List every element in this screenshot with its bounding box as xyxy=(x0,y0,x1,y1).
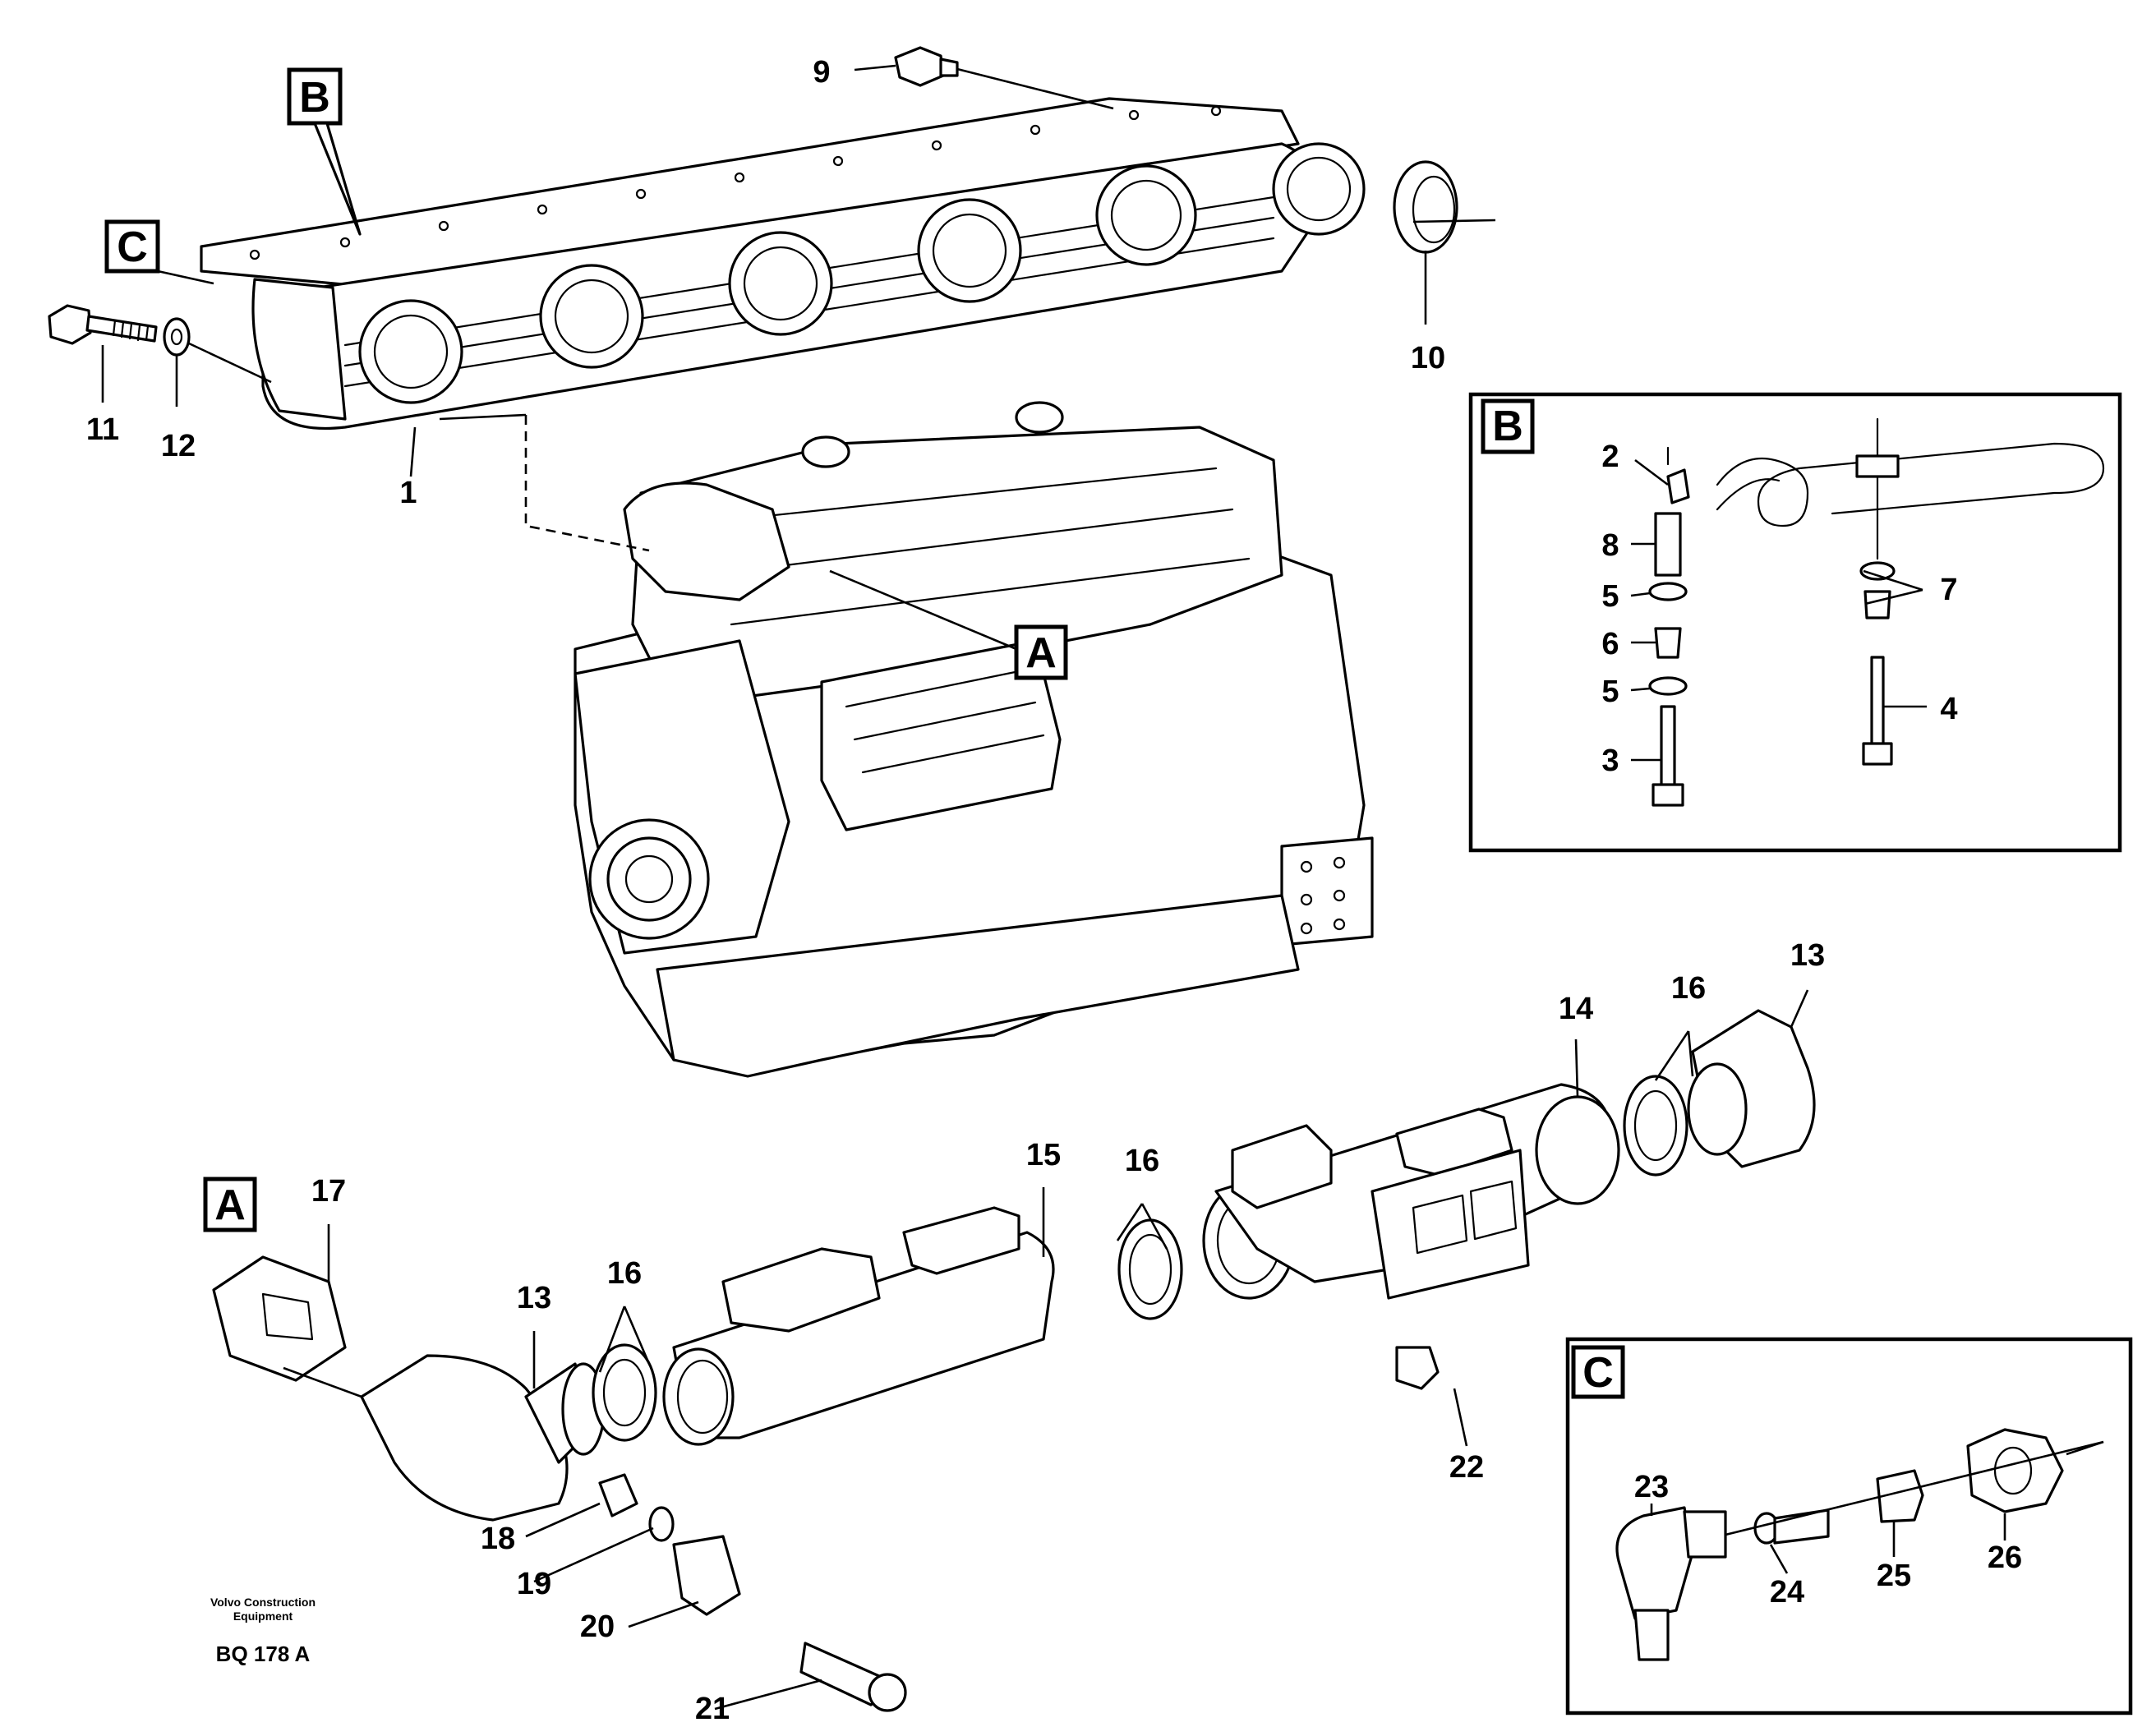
callout-23: 23 xyxy=(1634,1470,1669,1504)
callout-21: 21 xyxy=(695,1692,730,1726)
detail-box-c: C xyxy=(1565,1337,2133,1715)
bolt-11 xyxy=(48,304,158,345)
callout-8: 8 xyxy=(1601,528,1619,563)
callout-14: 14 xyxy=(1559,992,1593,1026)
callout-3: 3 xyxy=(1601,744,1619,778)
callout-18: 18 xyxy=(481,1522,515,1556)
callout-15: 15 xyxy=(1026,1138,1061,1172)
callout-24: 24 xyxy=(1770,1575,1804,1610)
detail-tag-b-manifold: B xyxy=(287,67,362,236)
callout-25: 25 xyxy=(1877,1559,1911,1593)
exhaust-manifold-icon xyxy=(212,1009,1816,1712)
flange-holes xyxy=(249,105,1222,260)
intake-manifold-icon xyxy=(200,97,1366,430)
footer-company-line2: Equipment xyxy=(233,1610,293,1623)
detail-tag-a-engine: A xyxy=(829,569,1068,680)
callout-16-right: 16 xyxy=(1671,971,1706,1006)
callout-9: 9 xyxy=(813,55,830,90)
washer-12 xyxy=(163,317,191,357)
detail-tag-c: C xyxy=(1582,1349,1614,1397)
callout-labels: 9 10 11 12 1 2 8 5 6 5 3 7 4 13 16 14 15… xyxy=(86,55,2022,1726)
callout-19: 19 xyxy=(517,1567,551,1601)
callout-5b: 5 xyxy=(1601,675,1619,709)
seal-10 xyxy=(1393,160,1458,254)
callout-5a: 5 xyxy=(1601,579,1619,614)
detail-tag-a-exhaust: A xyxy=(203,1177,257,1232)
detail-tag-b: B xyxy=(1492,403,1523,450)
detail-box-b: B xyxy=(1468,392,2122,853)
callout-22: 22 xyxy=(1449,1450,1484,1485)
callout-6: 6 xyxy=(1601,627,1619,661)
callout-12: 12 xyxy=(161,429,196,463)
callout-20: 20 xyxy=(580,1610,615,1644)
figure-code: BQ 178 A xyxy=(216,1642,311,1666)
callout-7: 7 xyxy=(1940,573,1957,607)
callout-13-right: 13 xyxy=(1790,938,1825,973)
callout-26: 26 xyxy=(1988,1540,2022,1575)
callout-10: 10 xyxy=(1411,341,1445,375)
callout-1: 1 xyxy=(399,476,417,510)
footer: Volvo Construction Equipment BQ 178 A xyxy=(210,1596,316,1666)
callout-16-left: 16 xyxy=(607,1256,642,1291)
leader-lines xyxy=(101,64,2006,1711)
detail-tag-c-label-manifold: C xyxy=(117,223,148,271)
detail-tag-a-label-exhaust: A xyxy=(214,1181,246,1229)
callout-2: 2 xyxy=(1601,440,1619,474)
engine-block-icon xyxy=(524,401,1374,1078)
detail-tag-b-label-manifold: B xyxy=(299,74,330,122)
intake-ports xyxy=(358,142,1366,404)
callout-4: 4 xyxy=(1940,692,1957,726)
callout-17: 17 xyxy=(311,1174,346,1209)
callout-13-left: 13 xyxy=(517,1281,551,1315)
plug-9 xyxy=(894,46,959,87)
callout-16-middle: 16 xyxy=(1125,1144,1159,1178)
footer-company-line1: Volvo Construction xyxy=(210,1596,316,1609)
callout-11: 11 xyxy=(86,412,119,447)
detail-tag-a-label-engine: A xyxy=(1025,629,1057,677)
detail-tag-c-manifold: C xyxy=(104,219,214,285)
